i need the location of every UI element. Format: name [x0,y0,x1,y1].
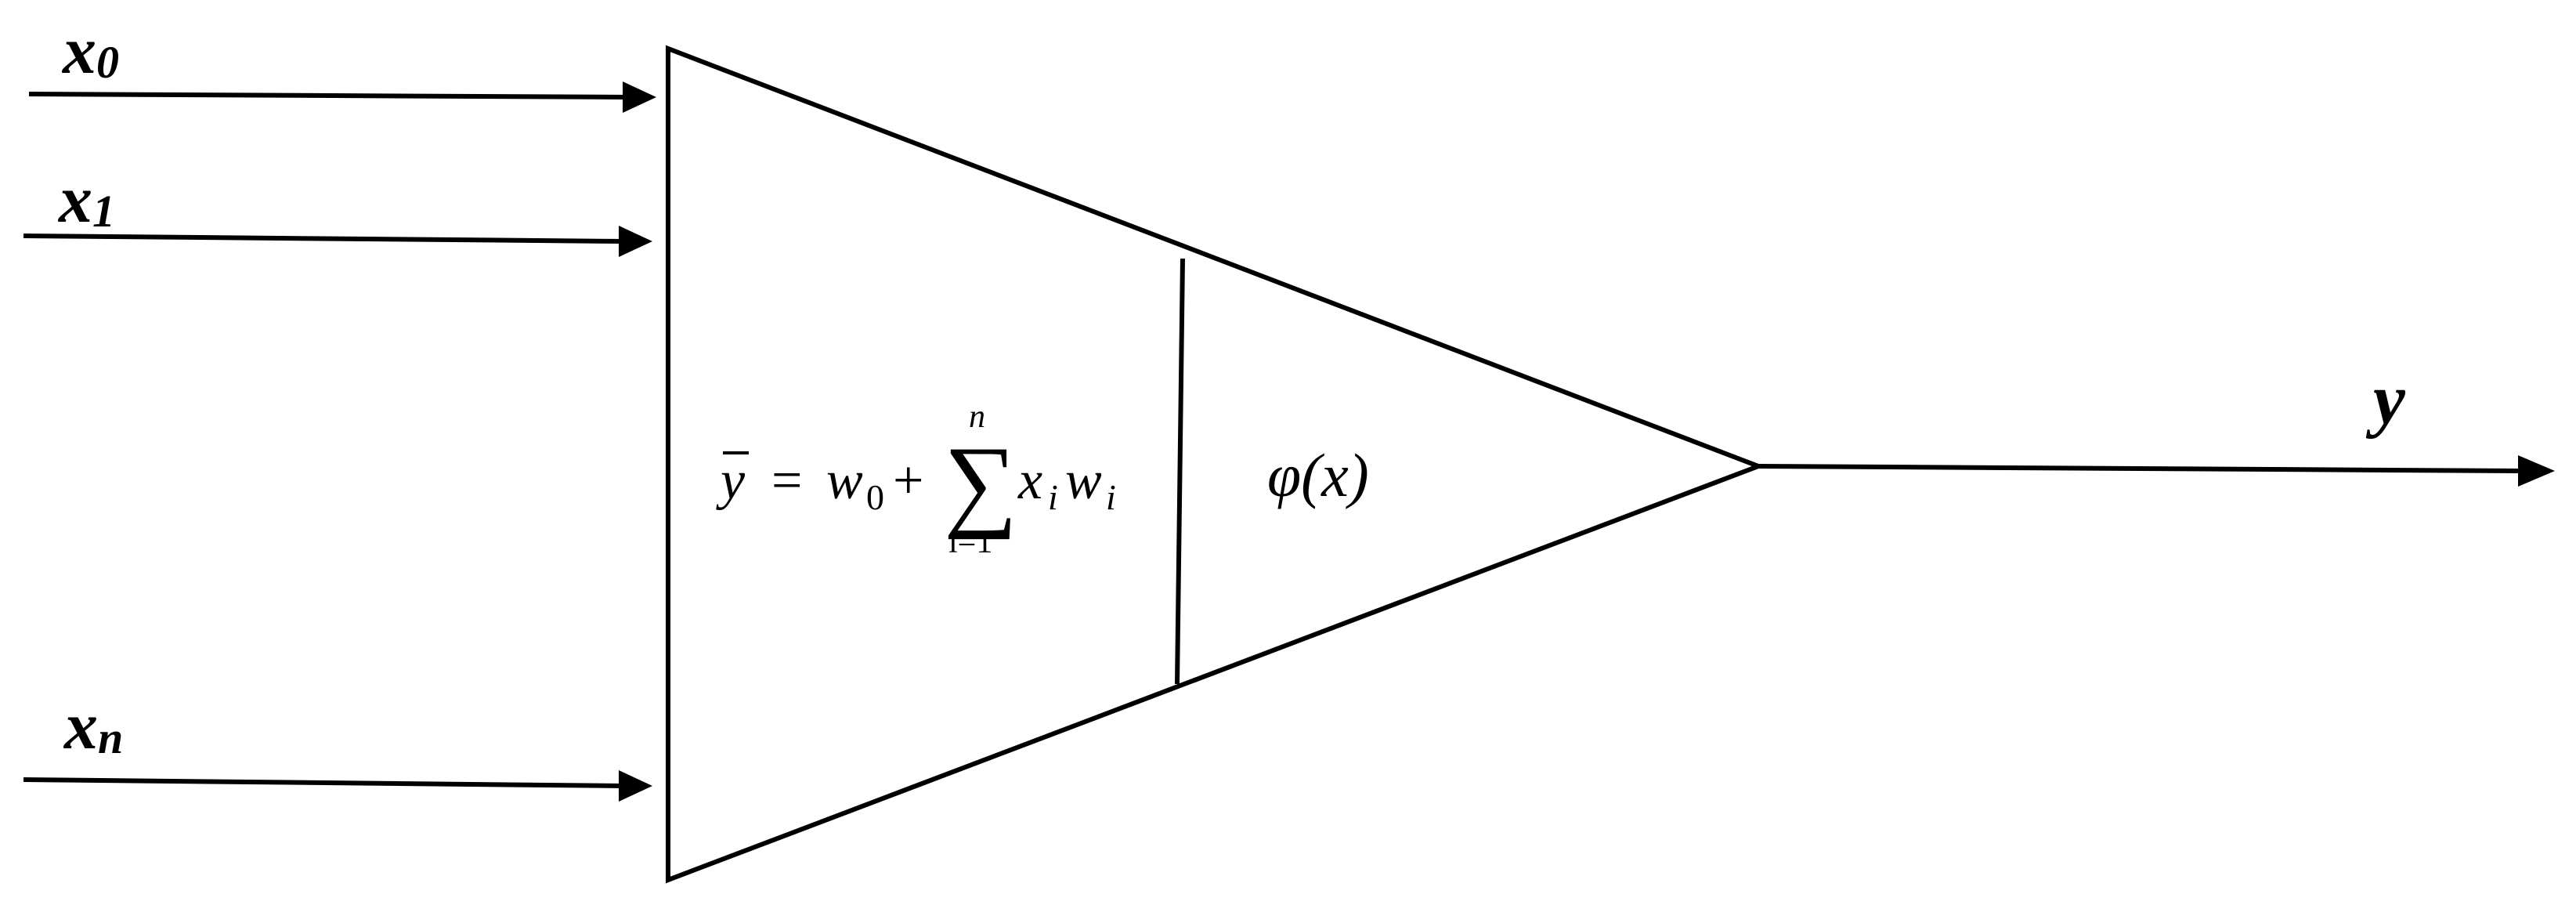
sigma-icon: ∑ [944,425,1017,540]
sigma-lower: i=1 [948,524,992,560]
sigma-upper: n [969,399,985,435]
formula-x: x [1017,451,1042,511]
formula-plus: + [893,451,923,511]
formula-lhs: y [716,451,746,511]
formula-x-sub: i [1048,477,1058,517]
input-label-x0: x0 [61,13,119,88]
formula-w0: w [826,451,863,511]
formula-equals: = [771,451,802,511]
input-label-xn: xn [63,688,123,763]
output-arrow-y [1758,455,2555,487]
summation-activation-divider [1175,258,1185,685]
input-arrow-x1 [23,226,652,257]
formula-w0-sub: 0 [866,477,884,517]
summation-formula: y = w 0 + ∑ n i=1 x i w i [716,399,1116,560]
input-arrow-x0 [28,81,656,113]
formula-w: w [1065,451,1102,511]
output-label-y: y [2365,359,2406,439]
formula-w-sub: i [1106,477,1116,517]
activation-label: φ(x) [1267,441,1369,509]
input-label-x1: x1 [57,161,115,237]
neuron-triangle [666,45,1765,884]
input-arrow-xn [23,770,652,802]
